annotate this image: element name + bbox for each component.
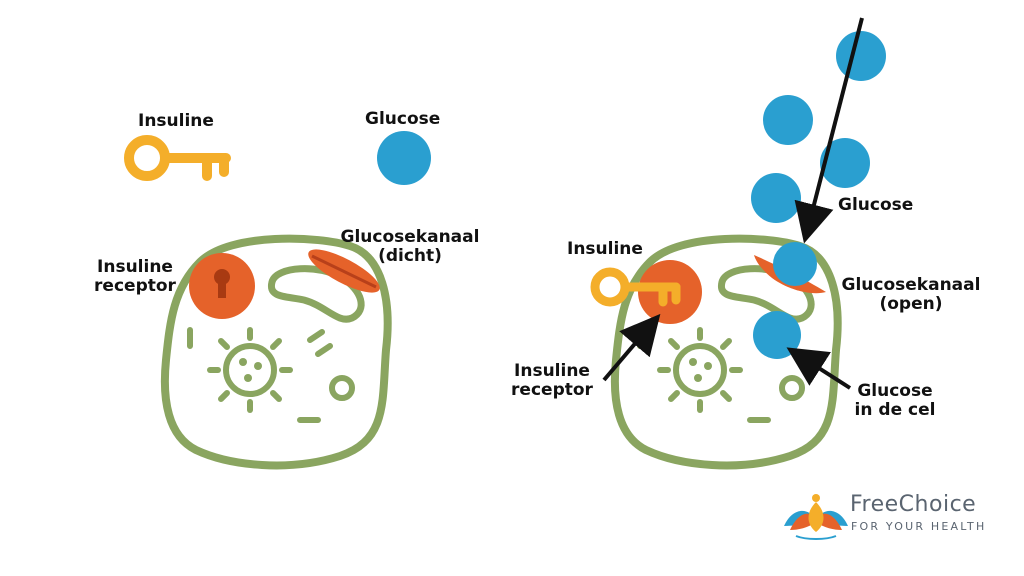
label-line: Glucosekanaal <box>841 275 981 295</box>
cell-left <box>160 234 392 470</box>
glucose-channel-label-left: Glucosekanaal (dicht) <box>336 228 484 266</box>
glucose-channel-closed <box>308 249 380 293</box>
glucose-label-left: Glucose <box>365 109 441 129</box>
label-line: in de cel <box>854 400 936 420</box>
glucose-label-right: Glucose <box>838 195 914 215</box>
label-line: (dicht) <box>378 246 442 266</box>
insulin-key-inserted-icon <box>590 267 681 307</box>
glucose-molecule-icon <box>820 138 870 188</box>
cell-membrane <box>160 234 392 470</box>
insuline-label-left: Insuline <box>138 111 214 131</box>
brand-block: FreeChoice FOR YOUR HEALTH <box>780 488 1010 544</box>
glucose-molecule-icon <box>773 242 817 286</box>
arrow-to-receptor <box>602 313 661 382</box>
brand-name: FreeChoice <box>850 492 977 517</box>
label-line: Glucosekanaal <box>340 227 480 247</box>
brand-tagline: FOR YOUR HEALTH <box>851 520 987 533</box>
label-line: Glucose <box>857 381 933 401</box>
glucose-molecule-icon <box>753 311 801 359</box>
freechoice-logo-icon <box>784 494 848 540</box>
nucleus-organelle <box>207 327 293 413</box>
insulin-receptor-right <box>638 260 702 324</box>
label-line: receptor <box>94 276 176 296</box>
vesicle-organelle <box>329 375 355 401</box>
keyhole-icon <box>214 269 230 298</box>
glucose-molecule-icon <box>763 95 813 145</box>
insuline-label-right: Insuline <box>567 239 643 259</box>
nucleus-organelle <box>657 327 743 413</box>
insulin-receptor-label-left: Insuline receptor <box>92 258 178 296</box>
er-organelle <box>637 327 775 423</box>
label-line: Insuline <box>514 361 590 381</box>
mitochondrion-organelle <box>718 265 815 323</box>
glucose-molecule-icon <box>751 173 801 223</box>
arrow-to-glucose-in-cell <box>786 347 852 390</box>
glucose-molecule-icon <box>836 31 886 81</box>
glucose-channel-label-right: Glucosekanaal (open) <box>836 276 986 314</box>
insulin-receptor-label-right: Insuline receptor <box>508 362 596 400</box>
mitochondrion-organelle <box>268 265 365 323</box>
arrow-glucose-entering <box>794 17 864 244</box>
label-line: receptor <box>511 380 593 400</box>
label-line: (open) <box>879 294 943 314</box>
label-line: Insuline <box>97 257 173 277</box>
insulin-key-icon <box>124 135 231 181</box>
vesicle-organelle <box>779 375 805 401</box>
er-organelle <box>187 327 333 423</box>
insulin-receptor-left <box>189 253 255 319</box>
glucose-in-cell-label: Glucose in de cel <box>848 382 942 420</box>
glucose-molecule-icon <box>377 131 431 185</box>
